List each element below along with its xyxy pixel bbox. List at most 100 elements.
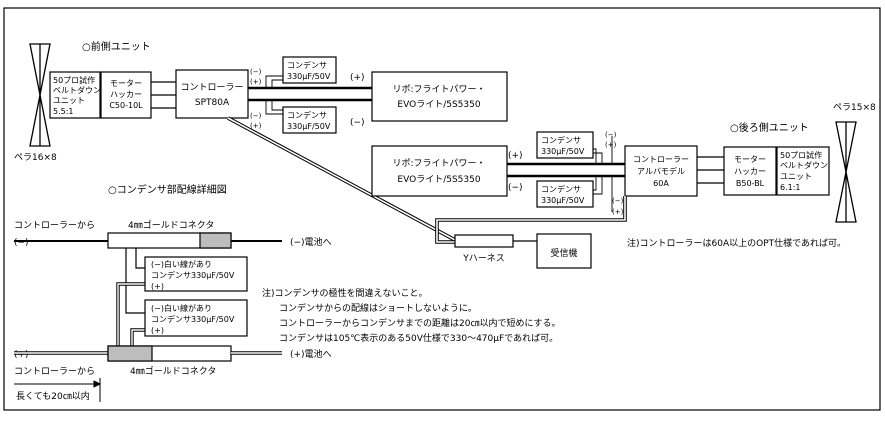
connector-label-top: 4㎜ゴールドコネクタ — [128, 219, 214, 231]
detail-cap1-line2: コンデンサ330μF/50V — [151, 270, 235, 280]
front-capacitor-top-line1: コンデンサ — [287, 60, 327, 70]
rear-prop-label: ペラ15×8 — [833, 102, 876, 113]
to-battery-plus: (+)電池へ — [290, 348, 332, 360]
rear-capacitor-top-line2: 330μF/50V — [541, 147, 585, 156]
note-line-2: コンデンサからの配線はショートしないように。 — [279, 302, 477, 314]
rear-controller — [624, 145, 698, 197]
rear-cap2-minus: (−) — [612, 197, 624, 205]
front-signal-wire — [227, 116, 456, 242]
front-cap2-plus: (+) — [250, 122, 262, 130]
rear-controller-line3: 60A — [653, 179, 669, 188]
detail-minus-leads — [125, 248, 145, 314]
from-controller-bottom: コントローラーから — [14, 366, 95, 377]
frame — [3, 7, 881, 411]
length-note: 長くても20㎝以内 — [16, 390, 90, 402]
rear-power-wires — [507, 162, 625, 178]
front-capacitor-top — [282, 56, 337, 84]
front-cap-leads — [265, 75, 283, 115]
rear-gearbox-line3: ユニット — [780, 172, 812, 181]
rear-cap1-plus: (+) — [605, 141, 617, 149]
front-unit-title: ○前側ユニット — [82, 40, 151, 53]
front-motor-line3: C50-10L — [109, 101, 143, 110]
front-gearbox-line2: ベルトダウン — [53, 85, 101, 95]
front-capacitor-bottom-line2: 330μF/50V — [287, 122, 331, 131]
connector-label-bottom: 4㎜ゴールドコネクタ — [130, 365, 216, 377]
rear-battery-line2: EVOライト/5S5350 — [397, 174, 480, 185]
front-capacitor-bottom — [282, 106, 337, 134]
front-battery-plus: (+) — [350, 73, 365, 83]
front-power-wires — [248, 86, 372, 102]
front-motor-line1: モーター — [110, 79, 142, 88]
front-battery — [371, 71, 508, 122]
rear-capacitor-bottom — [536, 180, 594, 208]
receiver — [536, 233, 592, 269]
front-gearbox — [49, 71, 101, 119]
note-line-1: 注)コンデンサの極性を間違えないこと。 — [262, 287, 428, 299]
rear-capacitor-top-line1: コンデンサ — [541, 135, 581, 145]
receiver-label: 受信機 — [550, 247, 577, 259]
plus-connector-gold — [107, 345, 153, 362]
detail-title: ○コンデンサ部配線詳細図 — [108, 183, 227, 196]
detail-cap1-line1: (−)白い線があり — [151, 259, 212, 269]
front-controller-line1: コントローラー — [180, 82, 243, 93]
front-controller-line2: SPT80A — [195, 98, 230, 108]
rear-gearbox-line1: 50プロ試作 — [780, 150, 822, 160]
rear-motor-line1: モーター — [734, 155, 766, 164]
front-cap1-plus: (+) — [250, 78, 262, 86]
detail-plus-in: (+) — [14, 350, 29, 360]
front-battery-line2: EVOライト/5S5350 — [397, 99, 480, 110]
rear-battery-plus: (+) — [508, 151, 523, 161]
minus-connector-gold — [199, 232, 232, 249]
rear-gearbox-line4: 6.1:1 — [780, 183, 801, 192]
rear-motor-wires — [697, 156, 724, 184]
detail-capacitor-1 — [144, 256, 248, 292]
rear-note: 注)コントローラーは60A以上のOPT仕様であれば可。 — [627, 237, 846, 249]
front-prop-icon — [29, 43, 51, 147]
front-capacitor-top-line2: 330μF/50V — [287, 72, 331, 81]
front-battery-line1: リポ:フライトパワー・ — [392, 84, 485, 95]
rear-battery-minus: (−) — [508, 183, 523, 193]
detail-plus-leads — [116, 282, 145, 348]
note-line-3: コントローラーからコンデンサまでの距離は20㎝以内で短めにする。 — [279, 317, 561, 329]
y-harness-label: Yハーネス — [462, 253, 505, 264]
front-battery-minus: (−) — [350, 118, 365, 128]
rear-capacitor-bottom-line1: コンデンサ — [541, 184, 581, 194]
rear-controller-line2: アルバモデル — [637, 166, 685, 176]
detail-cap2-line3: (+) — [151, 326, 164, 335]
detail-cap2-line2: コンデンサ330μF/50V — [151, 314, 235, 324]
length-arrow — [14, 378, 102, 402]
from-controller-top: コントローラーから — [14, 220, 95, 231]
rear-motor — [723, 146, 777, 196]
rear-gearbox — [776, 146, 830, 196]
front-cap2-minus: (−) — [250, 112, 262, 120]
rear-cap2-plus: (+) — [612, 208, 624, 216]
front-gearbox-line1: 50プロ試作 — [53, 75, 95, 85]
y-harness — [454, 234, 514, 248]
detail-cap2-line1: (−)白い線があり — [151, 303, 212, 313]
detail-capacitor-2 — [144, 299, 248, 337]
front-capacitor-bottom-line1: コンデンサ — [287, 110, 327, 120]
front-motor-line2: ハッカー — [110, 90, 142, 99]
rear-signal-wire — [435, 196, 627, 244]
rear-motor-line2: ハッカー — [734, 167, 766, 176]
rear-battery — [371, 145, 508, 197]
rear-motor-line3: B50-BL — [736, 179, 765, 188]
rear-battery-line1: リポ:フライトパワー・ — [392, 158, 485, 169]
front-prop-label: ペラ16×8 — [14, 152, 57, 163]
rear-capacitor-top — [536, 131, 594, 159]
front-gearbox-line4: 5.5:1 — [53, 107, 74, 116]
detail-cap1-line3: (+) — [151, 282, 164, 291]
front-gearbox-line3: ユニット — [53, 96, 85, 105]
front-controller — [175, 69, 249, 119]
rear-prop-icon — [835, 121, 857, 223]
rear-cap1-minus: (−) — [605, 131, 617, 139]
to-battery-minus: (−)電池へ — [290, 236, 332, 248]
front-cap1-minus: (−) — [250, 68, 262, 76]
front-motor-wires — [151, 81, 176, 109]
rear-controller-line1: コントローラー — [633, 155, 689, 164]
note-line-4: コンデンサは105℃表示のある50V仕様で330〜470μFであれば可。 — [279, 332, 558, 344]
rear-capacitor-bottom-line2: 330μF/50V — [541, 196, 585, 205]
detail-minus-in: (−) — [14, 238, 29, 248]
